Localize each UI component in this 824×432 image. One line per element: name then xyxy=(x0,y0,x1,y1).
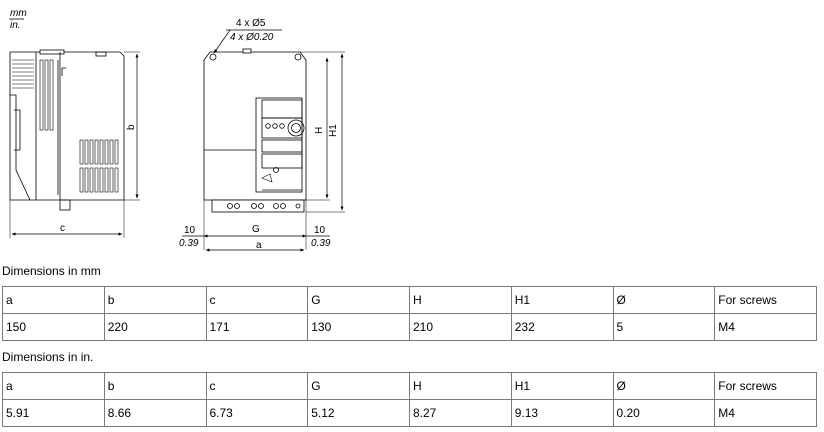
header-cell: a xyxy=(2,372,105,400)
value-cell: 150 xyxy=(2,313,105,341)
header-cell: H1 xyxy=(510,286,614,314)
units-legend-mm: mm xyxy=(10,8,27,19)
table-mm-title: Dimensions in mm xyxy=(2,264,101,278)
header-cell: G xyxy=(307,372,410,400)
header-cell: Ø xyxy=(612,286,716,314)
value-cell: M4 xyxy=(714,313,817,341)
table-header-row: a b c G H H1 Ø For screws xyxy=(2,372,817,400)
value-cell: 9.13 xyxy=(510,399,614,427)
right-offset: 10 0.39 xyxy=(311,225,331,249)
dimension-H1: H1 xyxy=(328,53,344,211)
header-cell: b xyxy=(103,372,207,400)
value-cell: 5.91 xyxy=(2,399,105,427)
dimension-H-label: H xyxy=(314,127,325,134)
value-cell: 5.12 xyxy=(307,399,410,427)
table-header-row: a b c G H H1 Ø For screws xyxy=(2,286,817,314)
value-cell: 0.20 xyxy=(612,399,716,427)
right-offset-in: 0.39 xyxy=(311,238,331,249)
dimension-a-label: a xyxy=(256,240,262,251)
dimensions-in-table: a b c G H H1 Ø For screws 5.91 8.66 6.73… xyxy=(2,372,817,427)
left-offset-in: 0.39 xyxy=(179,238,199,249)
value-cell: 6.73 xyxy=(205,399,309,427)
left-offset-mm: 10 xyxy=(184,225,196,236)
units-legend-in: in. xyxy=(10,20,21,31)
value-cell: M4 xyxy=(714,399,817,427)
hole-callout-mm: 4 x Ø5 xyxy=(236,18,266,29)
header-cell: For screws xyxy=(714,372,817,400)
value-cell: 232 xyxy=(510,313,614,341)
table-in-title: Dimensions in in. xyxy=(2,350,94,364)
header-cell: c xyxy=(205,372,309,400)
header-cell: H xyxy=(409,372,512,400)
dimension-b: b xyxy=(126,53,139,199)
dimensions-mm-table: a b c G H H1 Ø For screws 150 220 171 13… xyxy=(2,286,817,341)
front-view xyxy=(203,48,345,250)
value-cell: 8.27 xyxy=(409,399,512,427)
value-cell: 130 xyxy=(307,313,410,341)
side-view xyxy=(9,49,140,238)
value-cell: 171 xyxy=(205,313,309,341)
value-cell: 210 xyxy=(409,313,512,341)
value-cell: 5 xyxy=(612,313,716,341)
dimension-G-label: G xyxy=(252,224,260,235)
header-cell: For screws xyxy=(714,286,817,314)
left-offset: 10 0.39 xyxy=(179,225,199,249)
dimension-G: G xyxy=(182,224,330,238)
header-cell: H1 xyxy=(510,372,614,400)
header-cell: c xyxy=(205,286,309,314)
dimension-H1-label: H1 xyxy=(328,124,339,137)
dimension-drawing: mm in. xyxy=(9,8,345,252)
dimension-b-label: b xyxy=(126,124,137,130)
dimension-a: a xyxy=(205,240,305,252)
header-cell: G xyxy=(307,286,410,314)
dimension-c: c xyxy=(11,223,123,236)
header-cell: a xyxy=(2,286,105,314)
value-cell: 8.66 xyxy=(103,399,207,427)
hole-callout-in: 4 x Ø0.20 xyxy=(230,32,274,43)
header-cell: H xyxy=(409,286,512,314)
header-cell: b xyxy=(103,286,207,314)
table-row: 5.91 8.66 6.73 5.12 8.27 9.13 0.20 M4 xyxy=(2,399,817,427)
units-legend: mm in. xyxy=(9,8,27,31)
dimension-H: H xyxy=(314,57,329,199)
right-offset-mm: 10 xyxy=(314,225,326,236)
hole-callout: 4 x Ø5 4 x Ø0.20 xyxy=(213,18,282,54)
table-row: 150 220 171 130 210 232 5 M4 xyxy=(2,313,817,341)
value-cell: 220 xyxy=(103,313,207,341)
header-cell: Ø xyxy=(612,372,716,400)
dimension-c-label: c xyxy=(60,223,65,234)
